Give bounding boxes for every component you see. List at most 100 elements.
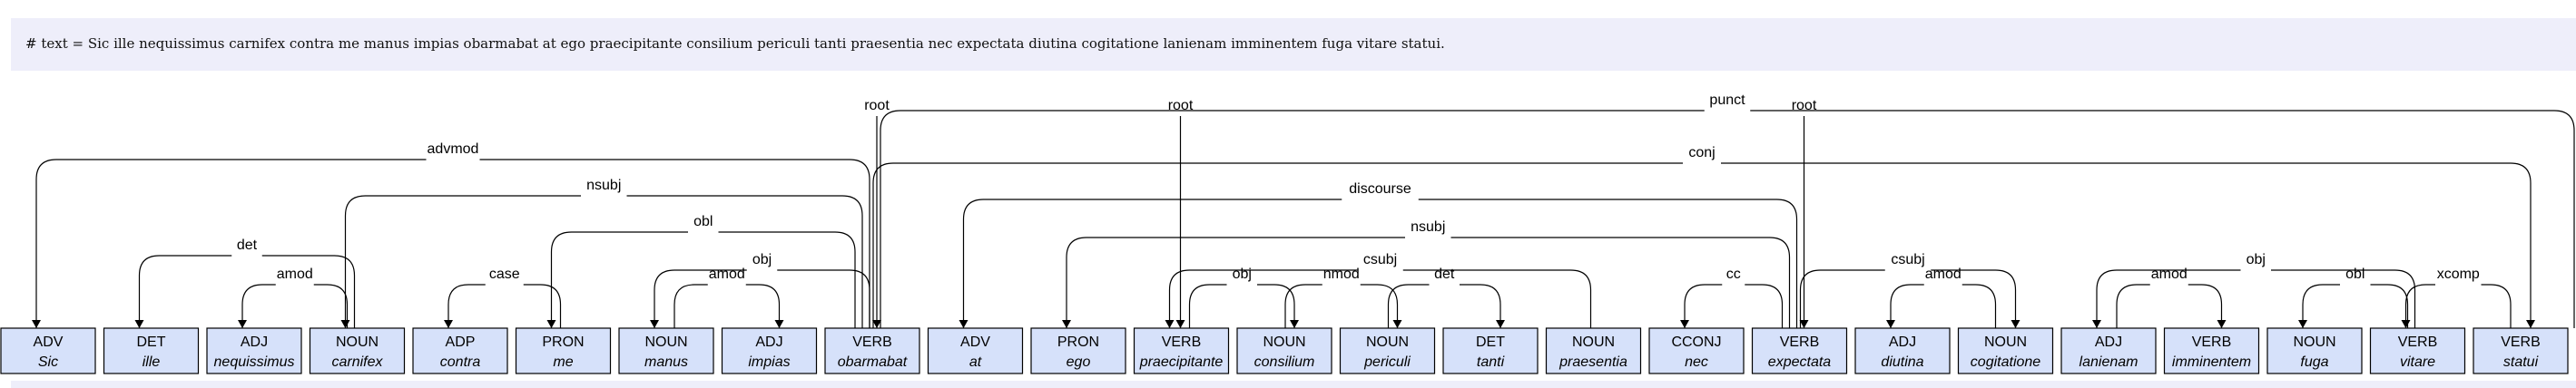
token-box xyxy=(515,327,612,374)
token-pos: ADJ xyxy=(1889,335,1916,350)
arc-label-amod: amod xyxy=(2151,267,2188,282)
arc-label-csubj: csubj xyxy=(1891,252,1924,267)
token-pos: NOUN xyxy=(2293,335,2335,350)
token-box xyxy=(1030,327,1126,374)
token-form: nequissimus xyxy=(214,354,295,370)
token-box xyxy=(309,327,406,374)
token-box xyxy=(412,327,508,374)
token-pos: ADJ xyxy=(755,335,782,350)
token-pos: VERB xyxy=(852,335,892,350)
arc-label-csubj: csubj xyxy=(1363,252,1397,267)
arrow-head xyxy=(872,320,881,328)
arc-label-bg xyxy=(707,274,746,294)
arc-label-nsubj: nsubj xyxy=(1411,219,1445,235)
arc-label-bg xyxy=(1322,274,1361,294)
arrow-head xyxy=(959,320,968,328)
token-pos: ADJ xyxy=(241,335,268,350)
token-box xyxy=(721,327,818,374)
arc-label-bg xyxy=(2149,274,2188,294)
arc-label-bg xyxy=(688,221,719,241)
token-form: imminentem xyxy=(2172,354,2251,370)
token-form: carnifex xyxy=(331,354,383,370)
arc-label-amod: amod xyxy=(277,267,313,282)
token-form: me xyxy=(553,354,573,370)
token-form: diutina xyxy=(1881,354,1923,370)
bottom-strip xyxy=(11,381,2576,388)
arrow-head xyxy=(1680,320,1689,328)
sentence-bar: # text = Sic ille nequissimus carnifex c… xyxy=(11,18,2576,71)
token-pos: NOUN xyxy=(1366,335,1409,350)
token-form: lanienam xyxy=(2079,354,2138,370)
token-box xyxy=(1957,327,2054,374)
arc-label-cc: cc xyxy=(1726,267,1741,282)
token-pos: PRON xyxy=(1057,335,1099,350)
token-pos: NOUN xyxy=(644,335,687,350)
token-node: PRON ego xyxy=(1030,327,1126,374)
arrow-head xyxy=(1799,320,1809,328)
token-box xyxy=(1854,327,1951,374)
token-form: manus xyxy=(644,354,688,370)
arrow-head xyxy=(444,320,453,328)
arc-label-nsubj: nsubj xyxy=(586,178,621,193)
token-box xyxy=(1442,327,1539,374)
arrow-head xyxy=(1290,320,1299,328)
arc-label-bg xyxy=(1405,227,1451,247)
arrow-head xyxy=(1062,320,1071,328)
arc-label-bg xyxy=(2340,274,2371,294)
arrow-head xyxy=(2526,320,2535,328)
arc-label-bg xyxy=(581,185,627,205)
token-form: cogitatione xyxy=(1971,354,2040,370)
sentence-text: # text = Sic ille nequissimus carnifex c… xyxy=(25,35,1445,52)
token-pos: ADV xyxy=(34,335,64,350)
token-form: at xyxy=(969,354,982,370)
token-node: NOUN cogitatione xyxy=(1957,327,2054,374)
token-box xyxy=(2163,327,2260,374)
arc-label-bg xyxy=(1342,189,1419,209)
token-pos: ADV xyxy=(960,335,990,350)
arc-label-amod: amod xyxy=(709,267,745,282)
token-box xyxy=(2369,327,2466,374)
token-pos: ADJ xyxy=(2095,335,2122,350)
token-node: ADJ nequissimus xyxy=(206,327,302,374)
token-form: contra xyxy=(440,354,481,370)
token-pos: NOUN xyxy=(1984,335,2027,350)
token-box xyxy=(1648,327,1745,374)
arc-punct xyxy=(880,110,2575,328)
token-form: ego xyxy=(1067,354,1091,370)
arrow-head xyxy=(32,320,41,328)
arc-label-advmod: advmod xyxy=(428,141,479,157)
token-box xyxy=(2060,327,2157,374)
arc-nsubj xyxy=(344,195,863,328)
token-box xyxy=(1339,327,1436,374)
token-node: NOUN manus xyxy=(618,327,714,374)
token-pos: VERB xyxy=(2192,335,2232,350)
arc-label-det: det xyxy=(1434,267,1455,282)
arc-label-bg xyxy=(1884,259,1932,279)
arrow-head xyxy=(1886,320,1895,328)
arc-label-bg xyxy=(275,274,314,294)
token-node: VERB imminentem xyxy=(2163,327,2260,374)
arrow-head xyxy=(774,320,784,328)
arc-label-punct: punct xyxy=(1709,92,1745,108)
token-form: vitare xyxy=(2400,354,2435,370)
token-form: praesentia xyxy=(1558,354,1627,370)
arrow-head xyxy=(1392,320,1402,328)
arc-label-bg xyxy=(1429,274,1460,294)
arc-obl xyxy=(550,231,856,328)
token-box xyxy=(2473,327,2569,374)
arrow-head xyxy=(2092,320,2101,328)
arc-label-bg xyxy=(2240,259,2271,279)
arc-det xyxy=(138,255,356,328)
token-pos: VERB xyxy=(1780,335,1820,350)
arrow-head xyxy=(1165,320,1175,328)
arrow-head xyxy=(238,320,247,328)
